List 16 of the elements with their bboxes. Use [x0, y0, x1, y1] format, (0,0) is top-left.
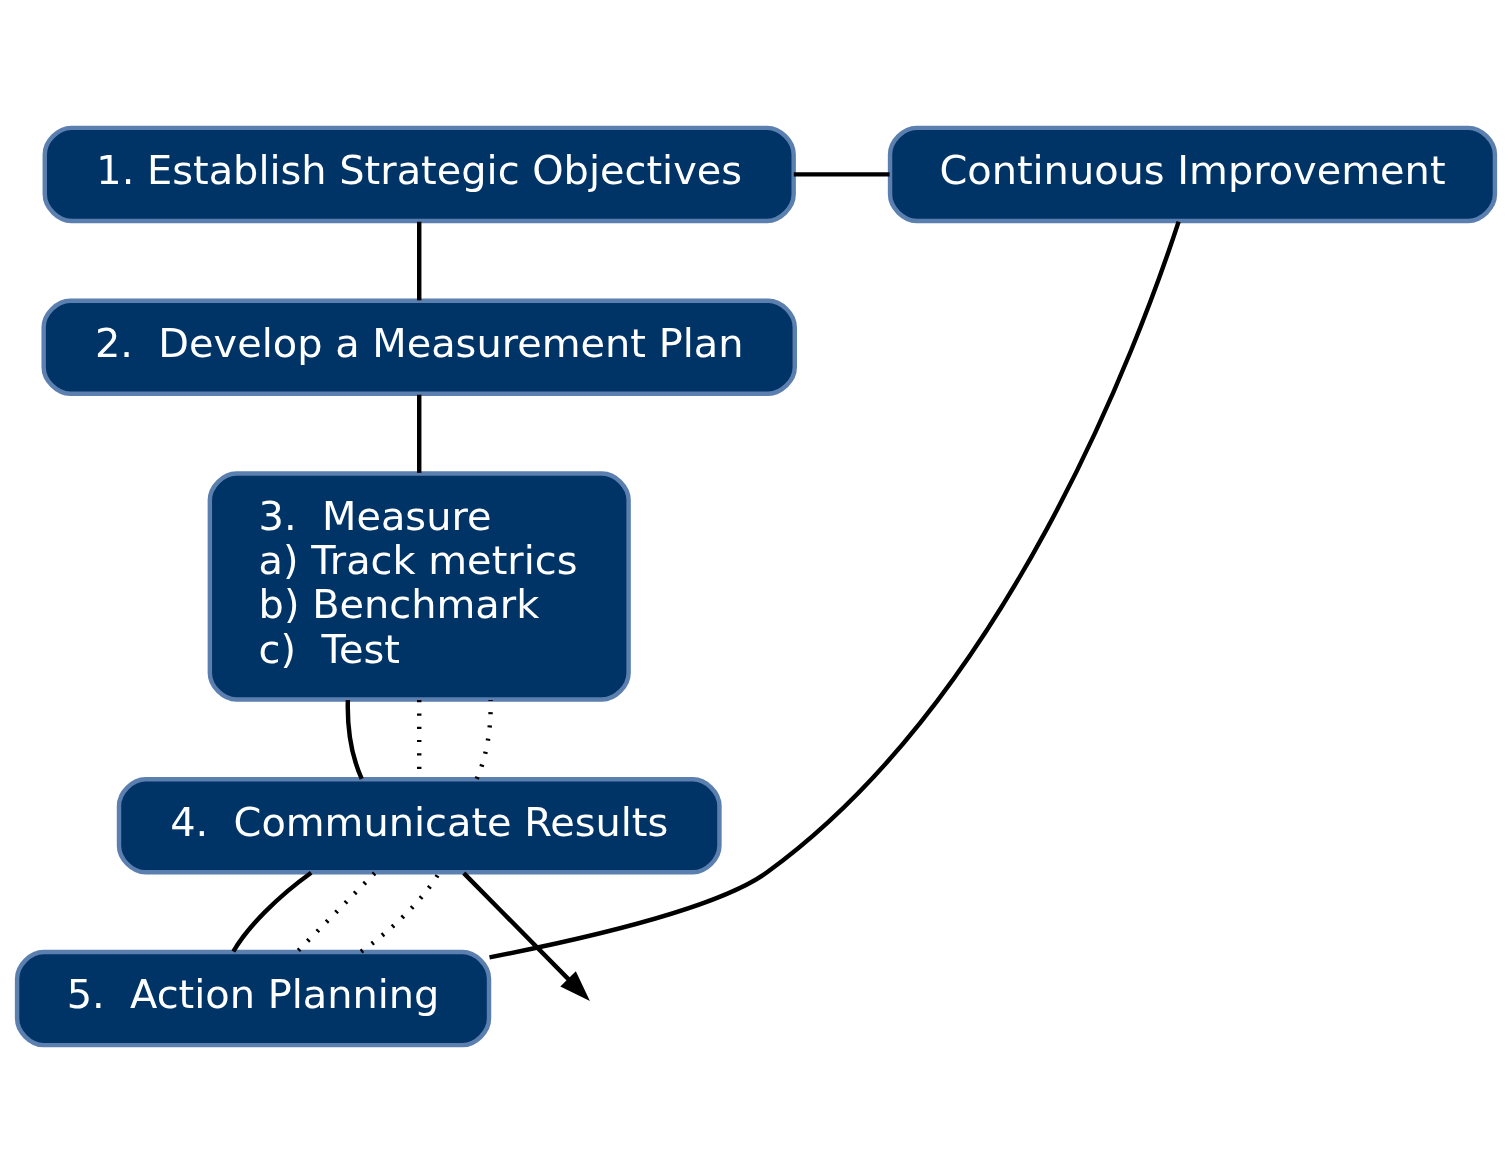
arrow — [462, 871, 590, 1001]
connector — [345, 699, 364, 780]
node-box: 1. Establish Strategic Objectives — [42, 125, 796, 223]
connector — [793, 171, 890, 177]
node-box: 2. Develop a Measurement Plan — [41, 297, 797, 396]
connector — [474, 699, 493, 780]
connector — [295, 871, 377, 953]
connector — [359, 871, 441, 953]
node-box: 3. Measure a) Track metrics b) Benchmark c) Test — [207, 470, 631, 702]
connector — [417, 221, 422, 300]
node-box: 5. Action Planning — [14, 949, 492, 1047]
node-box: Continuous Improvement — [887, 125, 1498, 223]
connector — [489, 220, 1181, 960]
connector — [231, 870, 313, 953]
node-box: 4. Communicate Results — [116, 776, 722, 875]
connector — [417, 394, 422, 473]
